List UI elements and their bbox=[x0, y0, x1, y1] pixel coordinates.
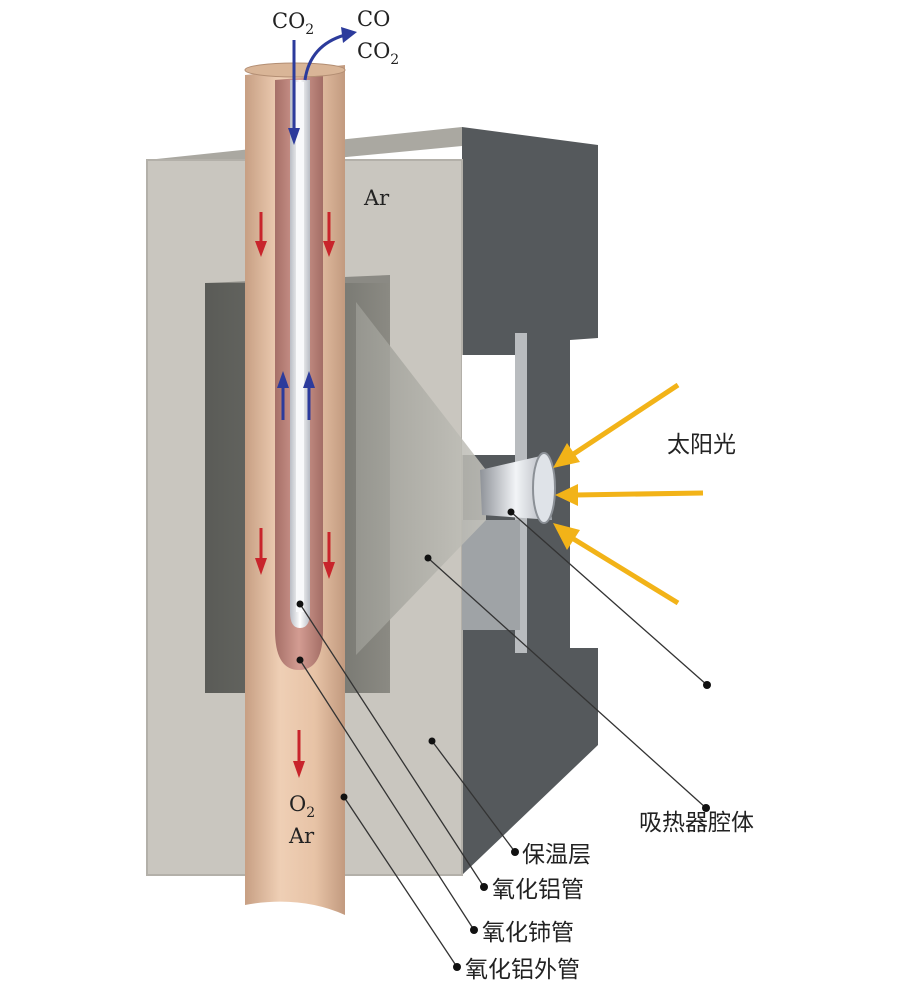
light-beam bbox=[356, 302, 486, 655]
label-alumina-outer-tube: 氧化铝外管 bbox=[465, 957, 580, 983]
label-ar-bottom: Ar bbox=[288, 824, 315, 848]
reactor-housing bbox=[146, 127, 598, 876]
label-absorber-cavity: 吸热器腔体 bbox=[639, 810, 754, 836]
label-alumina-tube: 氧化铝管 bbox=[492, 877, 584, 903]
aperture-slot bbox=[462, 355, 522, 455]
flow-arrows bbox=[255, 27, 357, 778]
label-ceria-tube: 氧化铈管 bbox=[482, 920, 574, 946]
label-o2-bottom: O2 bbox=[289, 792, 315, 821]
co-outlet-arrow bbox=[303, 27, 357, 81]
co2-up-arrow-right bbox=[303, 371, 315, 420]
ar-down-arrow-3 bbox=[255, 528, 267, 575]
sun-arrow-upper bbox=[553, 382, 680, 468]
ar-down-arrow-1 bbox=[255, 212, 267, 257]
o2-out-arrow bbox=[293, 730, 305, 778]
co2-inlet-arrow bbox=[288, 40, 300, 145]
ar-down-arrow-4 bbox=[323, 532, 335, 579]
label-ar-top: Ar bbox=[363, 186, 390, 210]
label-co2-inlet: CO2 bbox=[272, 9, 314, 38]
label-co2-outlet: CO2 bbox=[357, 39, 399, 68]
leader-absorber-cavity bbox=[510, 511, 708, 686]
leader-ceria-tube bbox=[299, 659, 475, 931]
leader-cavity-beam bbox=[427, 557, 707, 809]
sun-arrow-lower bbox=[553, 523, 680, 606]
cpc-cone-mouth bbox=[532, 452, 556, 524]
label-sunlight: 太阳光 bbox=[667, 432, 736, 458]
tube-assembly bbox=[244, 62, 346, 915]
leader-insulation bbox=[431, 740, 516, 853]
ar-down-arrow-2 bbox=[323, 212, 335, 257]
leader-alumina-outer-tube bbox=[343, 796, 458, 968]
aperture-lower-block bbox=[462, 520, 520, 630]
leader-alumina-tube bbox=[299, 603, 485, 888]
sun-arrow-middle bbox=[555, 484, 704, 506]
label-insulation: 保温层 bbox=[522, 842, 591, 868]
callout-leaders bbox=[296, 508, 711, 971]
sunlight-arrows bbox=[553, 382, 704, 606]
co2-up-arrow-left bbox=[277, 371, 289, 420]
label-co-outlet: CO bbox=[357, 7, 390, 31]
inner-bore bbox=[296, 82, 304, 612]
